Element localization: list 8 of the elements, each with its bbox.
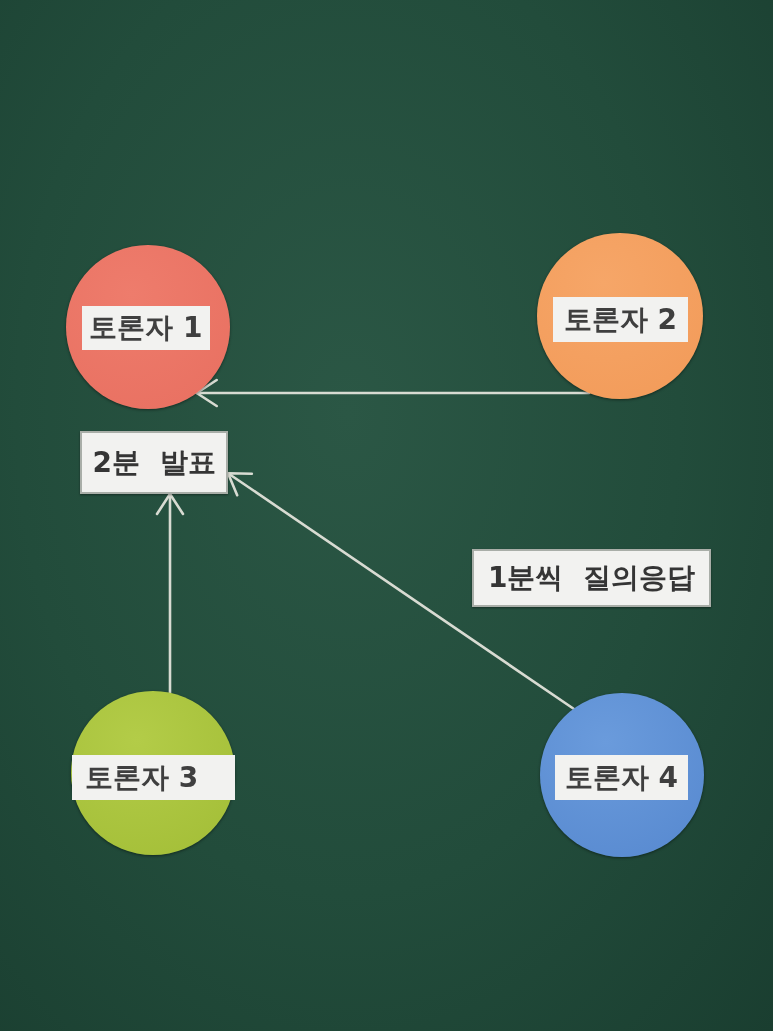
chalk-arrow [195, 378, 591, 408]
label-card: 1분씩 질의응답 [472, 549, 711, 607]
label-card: 2분 발표 [80, 431, 228, 494]
name-tag: 토론자 1 [82, 306, 210, 350]
name-tag: 토론자 4 [555, 755, 688, 800]
chalk-arrow [155, 492, 185, 695]
name-tag: 토론자 2 [553, 297, 688, 342]
name-tag: 토론자 3 [72, 755, 235, 800]
